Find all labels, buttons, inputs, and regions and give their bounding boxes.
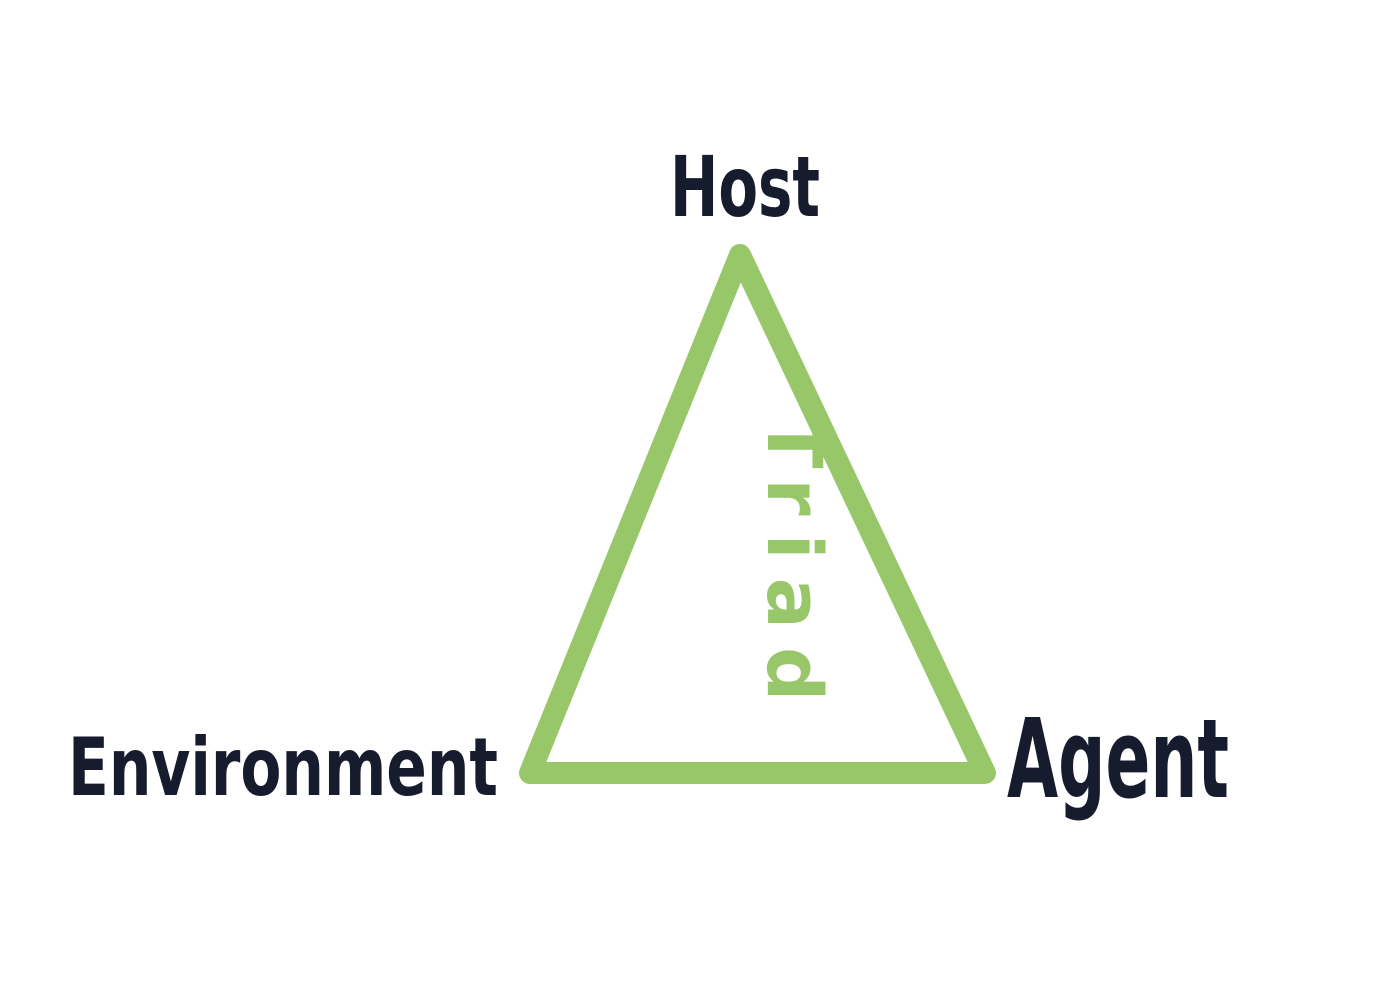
vertex-label-agent: Agent: [1007, 695, 1229, 823]
triad-triangle: [519, 244, 996, 784]
vertex-label-host: Host: [670, 138, 820, 236]
vertex-label-environment: Environment: [68, 721, 498, 814]
center-label-triad: Triad: [750, 417, 839, 720]
